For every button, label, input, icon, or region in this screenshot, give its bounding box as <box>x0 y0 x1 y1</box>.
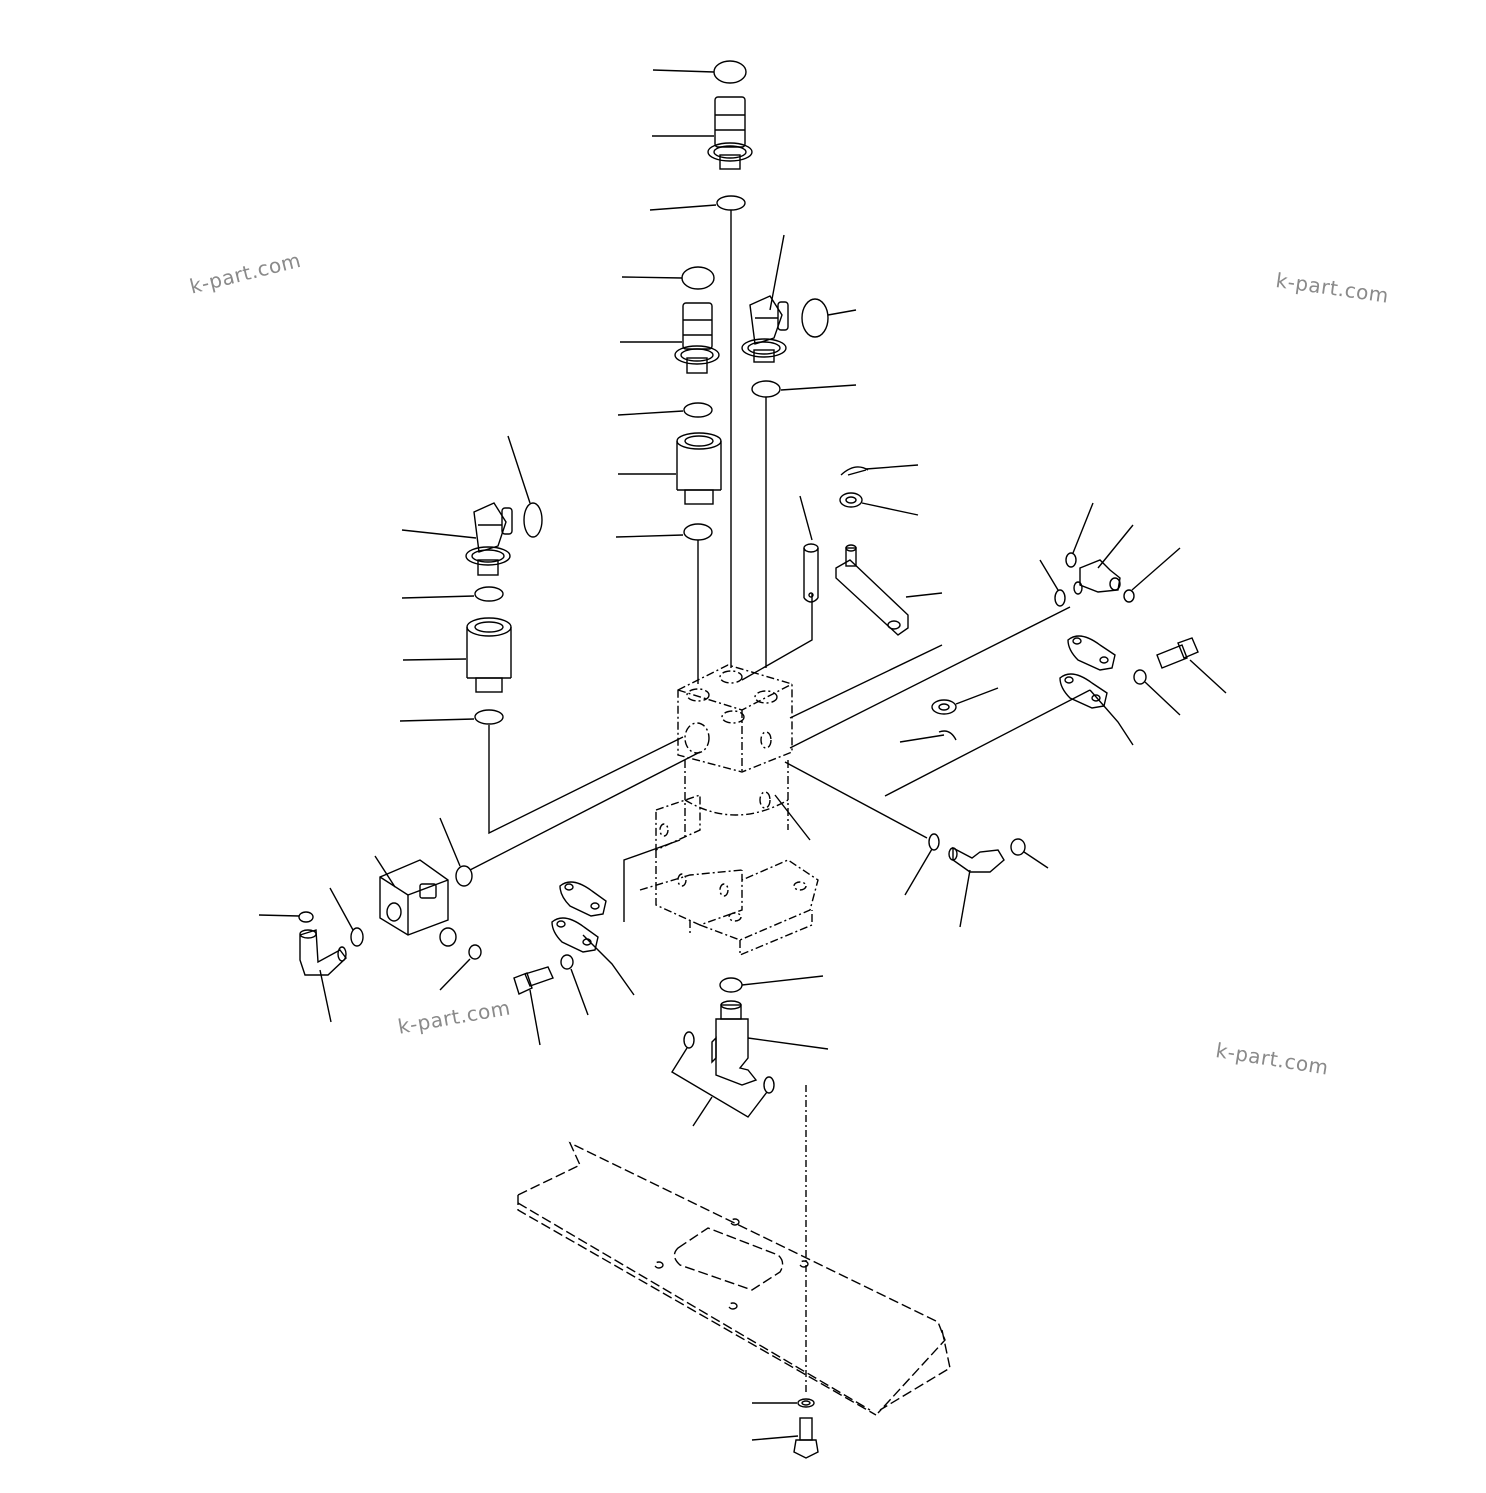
lower-fitting <box>671 975 829 1395</box>
pin-assembly <box>799 464 943 636</box>
washer <box>839 492 863 508</box>
bottom-fasteners <box>751 1398 819 1459</box>
washer-and-split-pin <box>899 687 999 743</box>
leader-line <box>827 309 857 316</box>
angled-plug-right <box>741 295 789 363</box>
bushing <box>676 432 722 505</box>
right-fitting-cluster <box>904 502 1227 928</box>
second-stack <box>615 234 857 684</box>
top-stack <box>649 60 753 668</box>
block-valve-left <box>379 859 457 947</box>
swivel-body <box>639 664 819 957</box>
oring <box>751 380 781 398</box>
left-fitting-cluster <box>258 817 635 1046</box>
leader-line <box>402 658 467 661</box>
relief-valve-left <box>674 302 720 374</box>
leader-line <box>905 592 943 598</box>
connector-line <box>488 725 684 835</box>
left-stack <box>399 435 684 835</box>
bolt-right <box>1156 637 1199 669</box>
oring <box>716 195 746 211</box>
leader-line <box>652 69 715 73</box>
clamp-halves-left <box>551 881 607 953</box>
oring <box>474 586 504 602</box>
leader-line <box>615 534 684 538</box>
leader-line <box>865 464 919 470</box>
elbow-fitting-right <box>904 833 1049 928</box>
oring-side <box>523 502 543 538</box>
top-cap-oring <box>713 60 747 84</box>
oring <box>474 709 504 725</box>
leader-line <box>861 502 919 516</box>
body-connectors <box>469 594 1091 922</box>
leader-line <box>507 435 531 504</box>
tee-fitting-right <box>1073 559 1121 595</box>
leader-line <box>621 276 683 279</box>
leader-line <box>769 234 785 311</box>
clamp-halves-right <box>1059 635 1116 709</box>
bushing-left <box>466 617 512 693</box>
leader-line <box>617 410 684 416</box>
cap-oring <box>681 266 715 290</box>
tee-fitting-lower <box>711 1000 758 1086</box>
oring <box>683 402 713 418</box>
leader-line <box>780 384 857 391</box>
leader-line <box>649 204 717 211</box>
link-plate <box>835 544 909 636</box>
oring <box>683 523 713 541</box>
leader-line <box>799 495 813 541</box>
leader-line <box>401 529 477 539</box>
leader-line <box>399 718 475 722</box>
bolt-left <box>513 966 554 995</box>
elbow-fitting-left <box>299 929 347 976</box>
frame-plate <box>517 1141 951 1416</box>
leader-line <box>401 595 475 599</box>
oring-side <box>801 298 829 338</box>
pin <box>803 543 819 603</box>
top-relief-valve <box>707 96 753 170</box>
angled-plug-left <box>465 502 513 576</box>
